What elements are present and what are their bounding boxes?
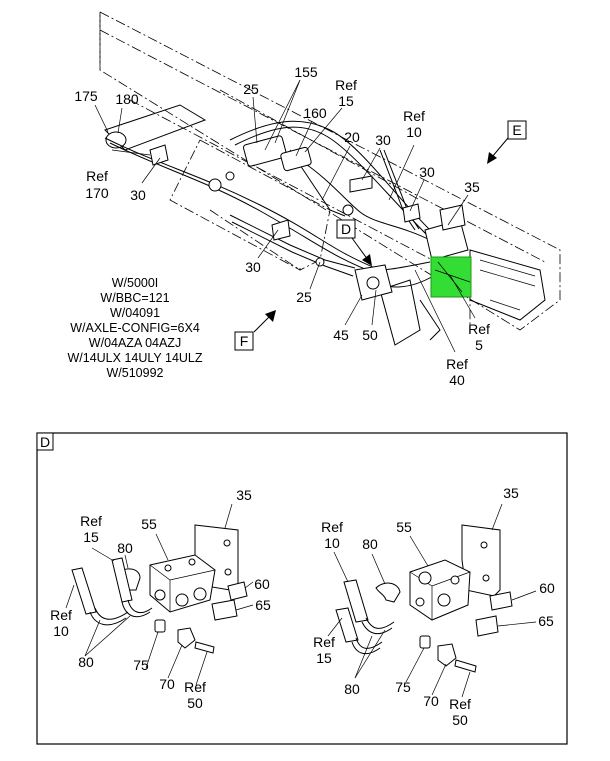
dl-callout-ref-50-a: Ref — [184, 679, 206, 695]
callout-ref-5-a: Ref — [468, 321, 490, 337]
flag-f-letter: F — [240, 333, 249, 349]
dl-callout-ref-50-b: 50 — [187, 695, 203, 711]
detail-left-valve — [65, 503, 254, 686]
callout-ref-5-b: 5 — [475, 337, 483, 353]
dr-callout-ref-50-b: 50 — [452, 712, 468, 728]
dr-callout-80-a: 80 — [362, 536, 378, 552]
callout-ref-170-b: 170 — [85, 185, 109, 201]
dr-callout-35: 35 — [503, 485, 519, 501]
dr-callout-70: 70 — [423, 693, 439, 709]
callout-25-a: 25 — [243, 81, 259, 97]
callout-ref-10-b: 10 — [406, 124, 422, 140]
note-line: W/AXLE-CONFIG=6X4 — [70, 321, 200, 335]
dr-callout-75: 75 — [395, 679, 411, 695]
callout-ref-15-a: Ref — [335, 77, 357, 93]
callout-180: 180 — [115, 91, 139, 107]
dl-callout-80-a: 80 — [117, 540, 133, 556]
detail-left-labels: 35 55 Ref 15 80 Ref 10 60 65 80 75 70 Re… — [50, 487, 271, 711]
note-line: W/04091 — [109, 306, 161, 320]
dl-callout-ref-10-a: Ref — [50, 607, 72, 623]
dr-callout-65: 65 — [538, 613, 554, 629]
dr-callout-60: 60 — [539, 580, 555, 596]
dl-callout-80-b: 80 — [78, 654, 94, 670]
dl-callout-55: 55 — [141, 516, 157, 532]
detail-d-frame — [36, 432, 568, 745]
callout-ref-170-a: Ref — [86, 168, 108, 184]
callout-50: 50 — [362, 327, 378, 343]
callout-ref-40-b: 40 — [449, 372, 465, 388]
detail-right-labels: 35 55 Ref 10 80 60 65 Ref 15 80 75 70 Re… — [313, 485, 555, 728]
view-flag-e — [487, 120, 527, 164]
view-flag-d — [336, 219, 372, 266]
frame-rail-assembly — [99, 11, 561, 346]
leader-lines-top — [94, 79, 476, 353]
callout-175: 175 — [74, 88, 98, 104]
dl-callout-60: 60 — [254, 576, 270, 592]
callout-30-c: 30 — [419, 164, 435, 180]
dl-callout-70: 70 — [159, 676, 175, 692]
view-flag-f — [234, 310, 276, 351]
note-line: W/510992 — [106, 366, 164, 380]
flag-d-letter: D — [341, 221, 351, 237]
callout-160: 160 — [303, 105, 327, 121]
detail-d-letter: D — [40, 434, 50, 450]
dl-callout-ref-10-b: 10 — [53, 623, 69, 639]
callout-35: 35 — [464, 179, 480, 195]
note-line: W/04AZA 04AZJ — [88, 336, 182, 350]
dr-callout-ref-15-a: Ref — [313, 634, 335, 650]
dr-callout-ref-15-b: 15 — [316, 650, 332, 666]
callout-155: 155 — [294, 64, 318, 80]
callout-ref-15-b: 15 — [338, 93, 354, 109]
dl-callout-75: 75 — [133, 657, 149, 673]
applicability-notes: W/5000I W/BBC=121 W/04091 W/AXLE-CONFIG=… — [60, 276, 210, 381]
callout-30-a: 30 — [130, 187, 146, 203]
dl-callout-65: 65 — [255, 597, 271, 613]
view-flag-letters: E D F — [240, 122, 522, 349]
dr-callout-55: 55 — [396, 519, 412, 535]
detail-d-tag — [36, 432, 54, 451]
callout-25-b: 25 — [296, 289, 312, 305]
note-line: W/5000I — [111, 276, 159, 290]
dr-callout-ref-50-a: Ref — [449, 696, 471, 712]
flag-e-letter: E — [512, 122, 521, 138]
dl-callout-35: 35 — [236, 487, 252, 503]
callout-20: 20 — [344, 129, 360, 145]
detail-right-valve — [327, 503, 537, 698]
callout-ref-40-a: Ref — [446, 356, 468, 372]
dl-callout-ref-15-a: Ref — [80, 513, 102, 529]
dr-callout-ref-10-b: 10 — [324, 535, 340, 551]
note-line: W/BBC=121 — [100, 291, 170, 305]
dl-callout-ref-15-b: 15 — [83, 529, 99, 545]
callout-labels-top: 175 180 Ref 170 30 25 155 Ref 15 160 20 … — [74, 64, 490, 388]
note-line: W/14ULX 14ULY 14ULZ — [67, 351, 203, 365]
dr-callout-ref-10-a: Ref — [321, 519, 343, 535]
callout-30-b: 30 — [375, 132, 391, 148]
callout-ref-10-a: Ref — [403, 108, 425, 124]
callout-45: 45 — [333, 327, 349, 343]
dr-callout-80-b: 80 — [344, 681, 360, 697]
callout-30-d: 30 — [245, 259, 261, 275]
